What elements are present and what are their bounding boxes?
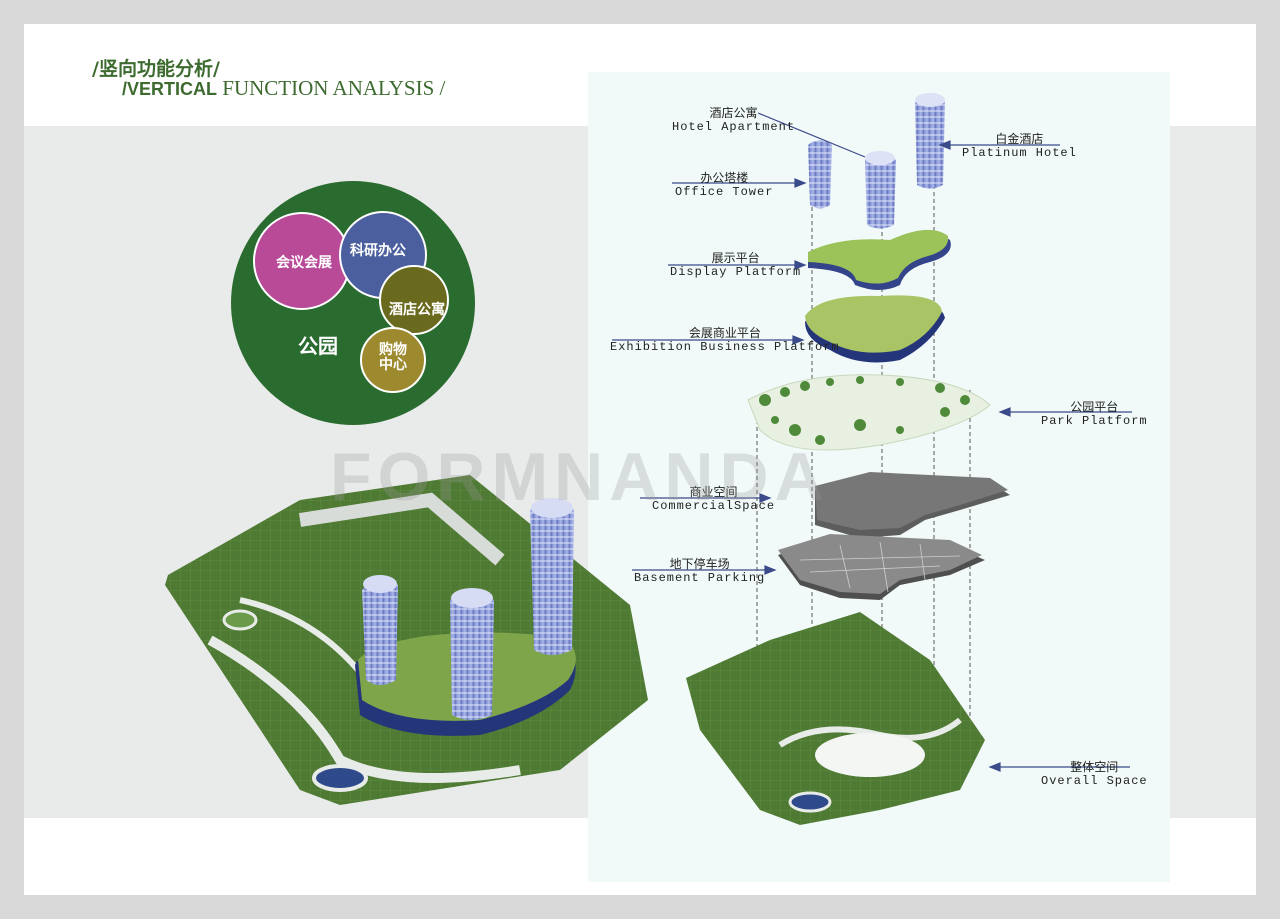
label-commercial-space-en: CommercialSpace [652,499,776,513]
label-basement-parking-cn: 地下停车场 [669,557,730,571]
label-commercial-space: 商业空间 CommercialSpace [652,485,775,513]
exploded-stack [686,93,1010,825]
label-office-tower-en: Office Tower [675,185,774,199]
label-overall-space-cn: 整体空间 [1070,760,1119,774]
label-park-platform-en: Park Platform [1041,414,1148,428]
label-overall-space-en: Overall Space [1041,774,1148,788]
label-display-platform: 展示平台 Display Platform [670,251,801,279]
site-model-left [165,475,648,805]
park-bubble-label: 公园 [298,334,338,358]
shopping-center-bubble-label: 购物 中心 [379,342,407,373]
shopping-center-bubble [360,327,426,393]
label-hotel-apartment: 酒店公寓 Hotel Apartment [672,106,795,134]
label-basement-parking: 地下停车场 Basement Parking [634,557,765,585]
hotel-apartment-bubble [379,265,449,335]
label-park-platform-cn: 公园平台 [1070,400,1119,414]
research-office-bubble-label: 科研办公 [350,243,406,259]
page-title-en: /VERTICAL FUNCTION ANALYSIS / [122,76,445,101]
conference-bubble-label: 会议会展 [276,255,332,271]
hotel-apartment-bubble-label: 酒店公寓 [389,302,445,318]
label-commercial-space-cn: 商业空间 [689,485,738,499]
label-display-platform-cn: 展示平台 [711,251,760,265]
label-office-tower: 办公塔楼 Office Tower [675,171,773,199]
page-title-cn: /竖向功能分析/ [92,58,220,80]
label-basement-parking-en: Basement Parking [634,571,766,585]
label-office-tower-cn: 办公塔楼 [700,171,749,185]
sheet [24,24,1256,895]
watermark: FORMNANDA [330,439,830,515]
label-exhibition-business-platform: 会展商业平台 Exhibition Business Platform [610,326,840,354]
label-overall-space: 整体空间 Overall Space [1041,760,1148,788]
label-platinum-hotel-cn: 白金酒店 [995,132,1044,146]
label-exhibition-business-platform-cn: 会展商业平台 [688,326,761,340]
label-hotel-apartment-cn: 酒店公寓 [709,106,758,120]
label-park-platform: 公园平台 Park Platform [1041,400,1148,428]
label-display-platform-en: Display Platform [670,265,802,279]
page-title-en-rest: FUNCTION ANALYSIS / [217,76,446,100]
page-title-en-bold: /VERTICAL [122,79,218,99]
label-platinum-hotel: 白金酒店 Platinum Hotel [962,132,1077,160]
label-hotel-apartment-en: Hotel Apartment [672,120,796,134]
label-exhibition-business-platform-en: Exhibition Business Platform [610,340,840,354]
label-platinum-hotel-en: Platinum Hotel [962,146,1077,160]
